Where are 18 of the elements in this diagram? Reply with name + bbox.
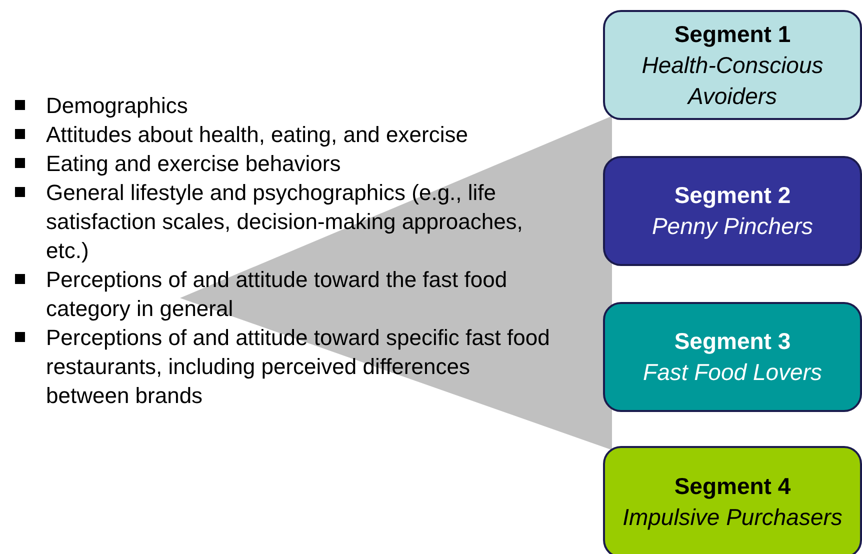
bullet-item: Perceptions of and attitude toward specific fast food restaurants, including perceived differences between brands [12,323,552,410]
segment-name: Impulsive Purchasers [622,503,842,532]
segment-name: Health-Conscious Avoiders [640,50,824,110]
segment-box [603,156,862,266]
bullet-item: Demographics [12,91,552,120]
segment-box [603,10,862,120]
bullet-item: General lifestyle and psychographics (e.g., life satisfaction scales, decision-making approaches, etc.) [12,178,552,265]
segment-heading: Segment 1 [674,20,791,49]
segment-heading: Segment 2 [674,181,791,210]
bullet-item: Perceptions of and attitude toward the fast food category in general [12,265,552,323]
segment-name: Penny Pinchers [652,212,814,241]
segment-name: Fast Food Lovers [643,358,822,387]
segment-box [603,446,862,554]
segment-heading: Segment 4 [674,472,791,501]
bullet-item: Eating and exercise behaviors [12,149,552,178]
segment-box [603,302,862,412]
segment-heading: Segment 3 [674,327,791,356]
bullet-item: Attitudes about health, eating, and exercise [12,120,552,149]
